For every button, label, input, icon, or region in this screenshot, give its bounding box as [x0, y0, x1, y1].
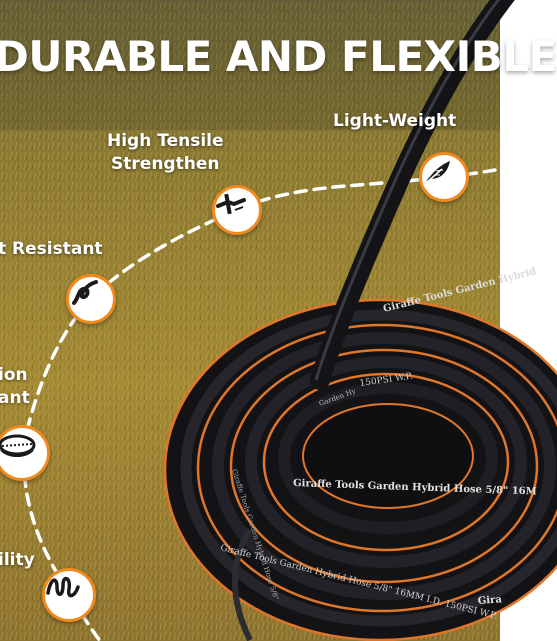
shadow-band	[0, 0, 500, 130]
abrasion-disc-icon	[0, 425, 50, 481]
feather-icon	[419, 152, 469, 202]
coiled-hose	[163, 298, 557, 641]
feature-label-kink: t Resistant	[0, 239, 103, 259]
feature-label-flex: ility	[0, 550, 35, 570]
feature-label-abrasion: ion ant	[0, 365, 30, 408]
page-title: DURABLE AND FLEXIBLE	[0, 32, 557, 81]
hose-strand	[310, 0, 515, 390]
kinked-hose-icon	[66, 274, 116, 324]
feature-label-weight: Light-Weight	[333, 111, 457, 131]
feature-label-tensile: High Tensile Strengthen	[107, 131, 224, 174]
coiled-hose-icon	[42, 568, 96, 622]
hose-print-lower-right: Gira	[477, 594, 502, 607]
tensile-test-icon	[212, 185, 262, 235]
